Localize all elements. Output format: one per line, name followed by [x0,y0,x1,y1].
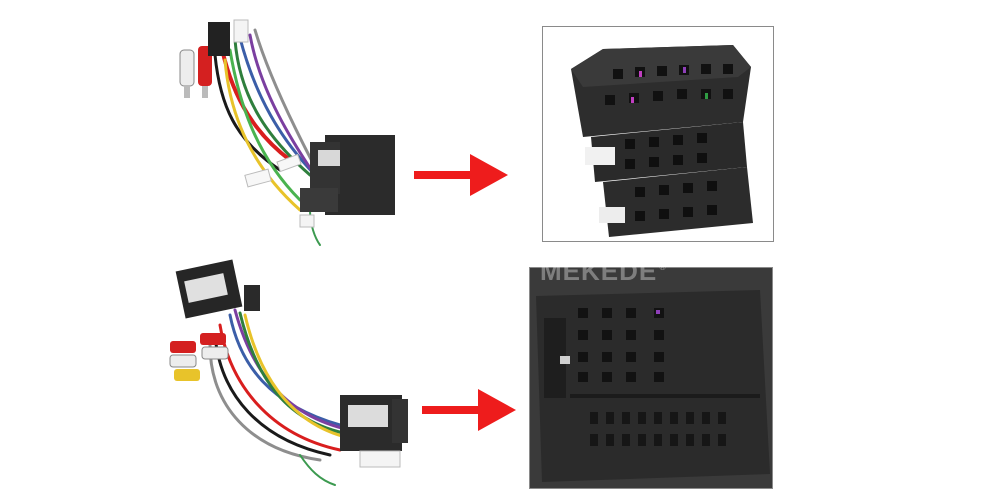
quadlock-connector-icon [530,268,772,488]
bottom-red-arrow [418,385,518,435]
bottom-harness-photo [160,255,420,495]
red-arrow-right-icon [414,154,508,196]
top-connector-closeup [542,26,774,242]
red-arrow-right-icon [422,389,516,431]
wiring-harness-icon [169,259,408,486]
top-harness-photo [160,10,420,250]
iso-connector-icon [571,45,753,237]
brand-watermark: MEKEDE® [540,256,700,287]
watermark-registered-mark: ® [659,262,667,273]
watermark-brand-text: MEKEDE [540,256,658,286]
wiring-harness-icon [179,19,395,246]
top-red-arrow [410,150,510,200]
bottom-connector-closeup [529,267,773,489]
